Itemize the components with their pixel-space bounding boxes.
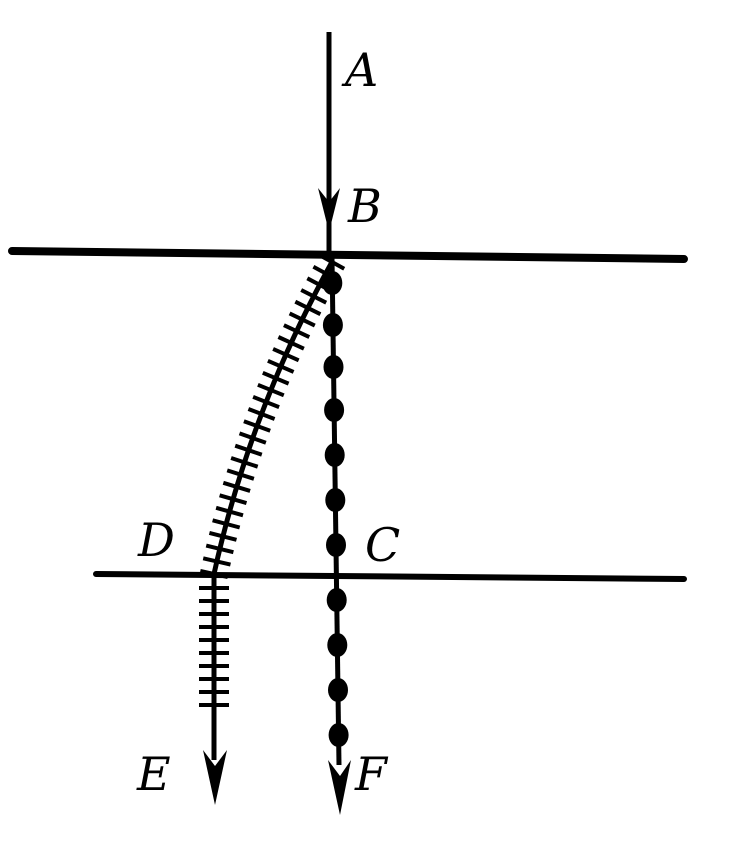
extraordinary-tick	[294, 299, 322, 316]
extraordinary-tick	[300, 288, 328, 305]
extraordinary-tick	[215, 505, 244, 518]
label-d: D	[137, 513, 175, 567]
extraordinary-tick	[234, 443, 263, 457]
label-e: E	[136, 747, 171, 801]
extraordinary-tick	[219, 493, 248, 506]
extraordinary-tick	[312, 265, 340, 282]
label-f: F	[354, 747, 389, 801]
extraordinary-tick	[243, 419, 271, 433]
extraordinary-tick	[199, 569, 229, 579]
extraordinary-tick	[306, 276, 333, 294]
bottom-surface-line	[93, 571, 687, 582]
extraordinary-tick	[205, 543, 234, 555]
ordinary-ray-dots	[322, 271, 349, 747]
ordinary-dot	[328, 723, 349, 747]
label-b: B	[347, 179, 382, 233]
extraordinary-tick	[262, 370, 290, 386]
extraordinary-tick	[272, 347, 300, 363]
ordinary-dot	[324, 443, 345, 467]
extraordinary-tick	[283, 323, 311, 339]
ordinary-dot	[325, 488, 346, 512]
ordinary-dot	[322, 313, 343, 337]
ordinary-dot	[327, 633, 348, 657]
extraordinary-tick	[212, 518, 241, 530]
extraordinary-tick	[318, 253, 346, 271]
label-c: C	[365, 518, 400, 572]
extraordinary-tick	[202, 556, 231, 567]
ordinary-dot	[326, 533, 346, 557]
extraordinary-tick	[277, 335, 305, 351]
incident-ray-arrow	[318, 188, 340, 232]
extraordinary-tick	[252, 395, 280, 409]
extraordinary-tick	[288, 311, 316, 328]
extraordinary-tick	[247, 407, 276, 421]
extraordinary-tick	[222, 480, 251, 493]
extraordinary-ray-arrow	[203, 750, 227, 805]
top-surface-line	[8, 247, 688, 263]
ordinary-dot	[323, 355, 344, 379]
extraordinary-tick	[226, 468, 255, 481]
extraordinary-ray	[211, 260, 335, 760]
label-a: A	[341, 43, 378, 97]
extraordinary-tick	[238, 431, 267, 445]
extraordinary-tick	[257, 382, 285, 398]
extraordinary-ray-ticks	[199, 253, 346, 707]
ordinary-ray-arrow	[328, 760, 351, 815]
extraordinary-tick	[208, 530, 237, 542]
ordinary-dot	[324, 398, 345, 422]
ordinary-dot	[326, 588, 347, 612]
ordinary-dot	[328, 678, 348, 702]
extraordinary-tick	[267, 358, 295, 374]
extraordinary-tick	[230, 456, 259, 469]
